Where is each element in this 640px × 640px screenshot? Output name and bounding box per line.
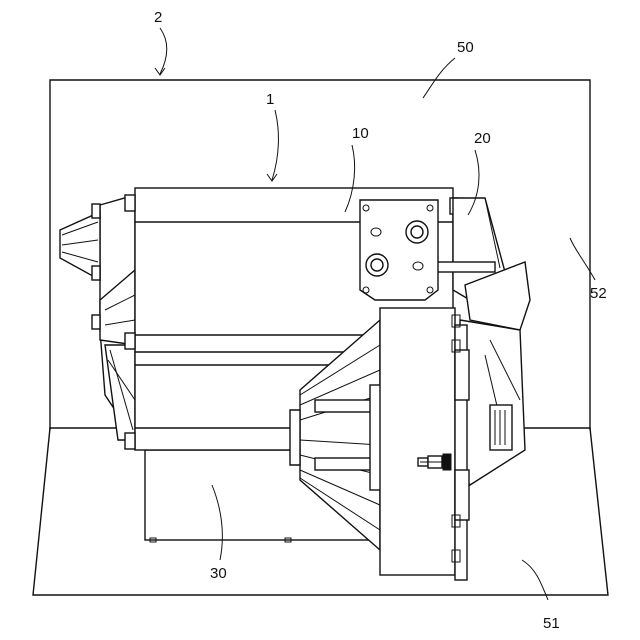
ref-label-51: 51 bbox=[543, 615, 560, 632]
ref-label-20: 20 bbox=[474, 130, 491, 147]
ref-label-52: 52 bbox=[590, 285, 607, 302]
left-mount-bracket bbox=[60, 195, 135, 440]
ref-label-10: 10 bbox=[352, 125, 369, 142]
ref-label-1: 1 bbox=[266, 91, 274, 108]
front-flange bbox=[380, 308, 469, 580]
ref-label-2: 2 bbox=[154, 9, 162, 26]
mounting-plate bbox=[360, 200, 438, 300]
ref-label-30: 30 bbox=[210, 565, 227, 582]
ref-label-50: 50 bbox=[457, 39, 474, 56]
